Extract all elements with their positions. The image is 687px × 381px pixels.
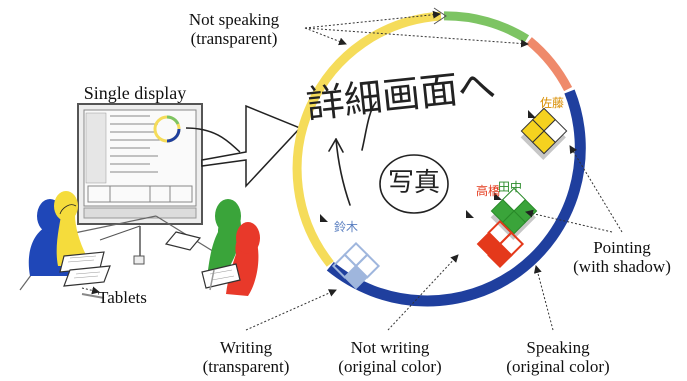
not-writing-title: Not writing [350, 338, 430, 357]
pointer-sato [520, 107, 568, 160]
screen-to-magnify-arrow [185, 104, 302, 188]
not-writing-label: Not writing (original color) [322, 338, 458, 376]
name-tanaka: 田中 [498, 180, 523, 194]
pointing-note: (with shadow) [573, 257, 671, 276]
leader-lines [81, 10, 623, 331]
speaking-note: (original color) [506, 357, 610, 376]
pointing-title: Pointing [593, 238, 651, 257]
cursor-takahashi [466, 210, 525, 269]
speaking-title: Speaking [526, 338, 590, 357]
speaker-ring [292, 7, 586, 307]
not-writing-note: (original color) [338, 357, 442, 376]
table-with-people [19, 191, 260, 299]
handwritten-annotations [328, 101, 449, 214]
not-speaking-note: (transparent) [190, 29, 278, 48]
cursor-suzuki [320, 214, 381, 290]
name-sato: 佐藤 [540, 96, 565, 110]
writing-title: Writing [219, 338, 273, 357]
writing-label: Writing (transparent) [178, 338, 314, 376]
not-speaking-title: Not speaking [188, 10, 280, 29]
tablets-label: Tablets [98, 288, 147, 307]
single-display-screen [77, 103, 203, 225]
pointing-label: Pointing (with shadow) [560, 238, 684, 276]
handwriting-line2: 写真 [388, 168, 441, 198]
speaking-label: Speaking (original color) [490, 338, 626, 376]
not-speaking-label: Not speaking (transparent) [153, 10, 315, 48]
name-suzuki: 鈴木 [334, 220, 359, 234]
single-display-label: Single display [83, 83, 187, 103]
name-takahashi: 高橋 [476, 184, 501, 198]
writing-note: (transparent) [202, 357, 290, 376]
